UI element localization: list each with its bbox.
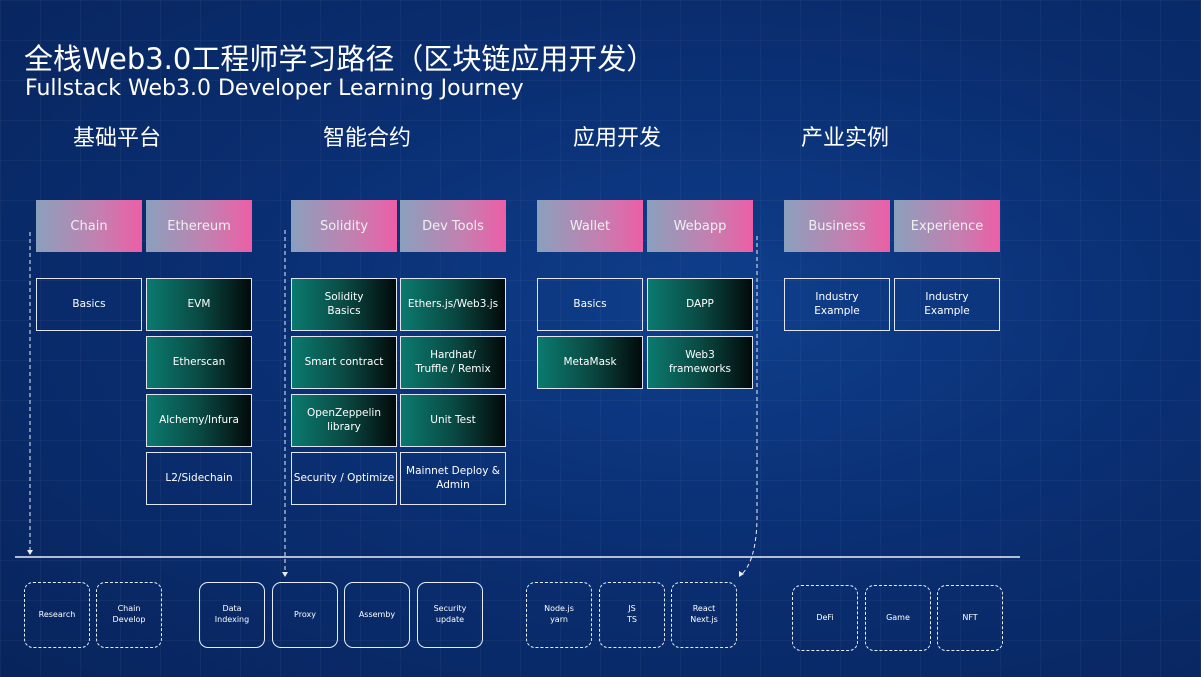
page-title: 全栈Web3.0工程师学习路径（区块链应用开发）: [24, 42, 656, 76]
topic-box: Security / Optimize: [291, 452, 397, 505]
extension-box: NFT: [937, 585, 1003, 651]
category-header: Ethereum: [146, 200, 252, 252]
arrowhead-icon: [739, 571, 744, 577]
topic-box: Unit Test: [400, 394, 506, 447]
topic-box: EVM: [146, 278, 252, 331]
extension-box: Node.js yarn: [526, 582, 592, 648]
arrowhead-icon: [282, 572, 288, 577]
extension-box: DeFi: [792, 585, 858, 651]
dashed-arrow-apps: [741, 236, 758, 575]
extension-box: Chain Develop: [96, 582, 162, 648]
section-title: 应用开发: [572, 126, 661, 151]
extension-box: Proxy: [272, 582, 338, 648]
category-header: Webapp: [647, 200, 753, 252]
section-title: 智能合约: [322, 126, 411, 151]
topic-box: L2/Sidechain: [146, 452, 252, 505]
section-title: 产业实例: [800, 126, 889, 151]
category-header: Wallet: [537, 200, 643, 252]
topic-box: Basics: [537, 278, 643, 331]
topic-box: Industry Example: [894, 278, 1000, 331]
extension-box: React Next.js: [671, 582, 737, 648]
page-subtitle: Fullstack Web3.0 Developer Learning Jour…: [25, 76, 524, 101]
category-header: Business: [784, 200, 890, 252]
topic-box: Alchemy/Infura: [146, 394, 252, 447]
topic-box: Smart contract: [291, 336, 397, 389]
topic-box: Ethers.js/Web3.js: [400, 278, 506, 331]
extension-box: Research: [24, 582, 90, 648]
extension-box: Security update: [417, 582, 483, 648]
category-header: Dev Tools: [400, 200, 506, 252]
topic-box: Hardhat/ Truffle / Remix: [400, 336, 506, 389]
category-header: Solidity: [291, 200, 397, 252]
topic-box: Web3 frameworks: [647, 336, 753, 389]
category-header: Chain: [36, 200, 142, 252]
topic-box: Industry Example: [784, 278, 890, 331]
topic-box: MetaMask: [537, 336, 643, 389]
category-header: Experience: [894, 200, 1000, 252]
extension-box: Game: [865, 585, 931, 651]
arrowhead-icon: [27, 550, 33, 555]
topic-box: OpenZeppelin library: [291, 394, 397, 447]
topic-box: Etherscan: [146, 336, 252, 389]
section-title: 基础平台: [72, 126, 161, 151]
extension-box: JS TS: [599, 582, 665, 648]
topic-box: Mainnet Deploy & Admin: [400, 452, 506, 505]
topic-box: Basics: [36, 278, 142, 331]
extension-box: Data Indexing: [199, 582, 265, 648]
extension-box: Assemby: [344, 582, 410, 648]
topic-box: Solidity Basics: [291, 278, 397, 331]
topic-box: DAPP: [647, 278, 753, 331]
